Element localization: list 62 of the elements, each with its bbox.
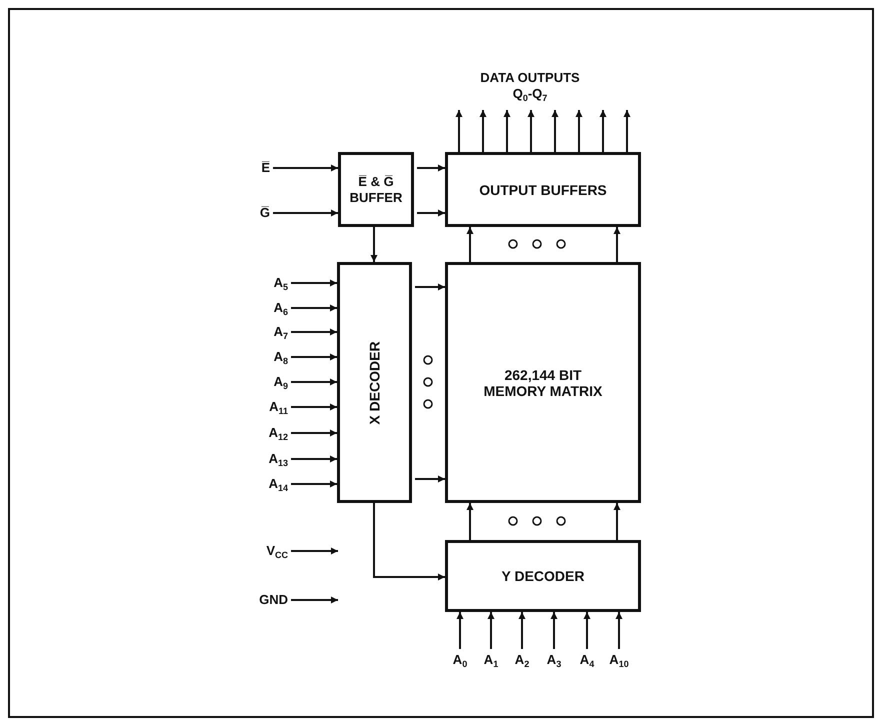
pin-label: A$_{6}$ <box>230 300 288 320</box>
signal-arrow <box>370 227 378 262</box>
signal-arrow <box>291 304 337 312</box>
signal-arrow <box>417 164 445 172</box>
signal-arrow <box>466 227 474 262</box>
signal-arrow <box>576 110 582 152</box>
signal-arrow <box>415 476 445 482</box>
signal-arrow <box>291 378 337 386</box>
signal-label: DATA OUTPUTS <box>479 70 581 86</box>
pin-label: A$_{9}$ <box>230 374 288 394</box>
pin-label: E̅ <box>230 160 270 176</box>
pin-label: V$_{CC}$ <box>230 543 288 563</box>
signal-arrow <box>456 110 462 152</box>
signal-arrow <box>417 210 445 216</box>
signal-arrow <box>600 110 606 152</box>
signal-arrow <box>614 503 620 540</box>
pin-label: A$_{12}$ <box>230 425 288 445</box>
signal-arrow <box>584 612 590 649</box>
signal-arrow <box>291 404 337 410</box>
signal-arrow <box>291 456 337 462</box>
signal-arrow <box>456 612 464 649</box>
pin-label: GND <box>230 592 288 608</box>
signal-arrow <box>624 110 630 152</box>
pin-label: A$_{7}$ <box>230 324 288 344</box>
signal-arrow <box>480 110 486 152</box>
signal-arrow <box>273 210 338 216</box>
signal-arrow <box>291 280 337 286</box>
signal-arrow <box>291 596 338 604</box>
signal-arrow <box>488 612 494 649</box>
pin-label: A$_{5}$ <box>230 275 288 295</box>
memory-matrix-block <box>445 262 641 503</box>
pin-label: A$_{13}$ <box>230 451 288 471</box>
decoder-block <box>337 262 412 503</box>
signal-arrow <box>518 612 526 649</box>
signal-arrow <box>528 110 534 152</box>
buffer-block <box>338 152 414 227</box>
block-label: E̅ & G̅ BUFFER <box>348 174 404 206</box>
signal-arrow <box>291 354 337 360</box>
signal-label: Q$_{0}$-Q$_{7}$ <box>512 86 548 105</box>
signal-arrow <box>291 430 337 436</box>
signal-arrow <box>415 284 445 290</box>
signal-arrow <box>373 503 445 580</box>
output-buffer-block <box>445 152 641 227</box>
signal-arrow <box>552 110 558 152</box>
pin-label: A$_{11}$ <box>230 399 288 419</box>
block-label: X DECODER <box>366 340 382 424</box>
pin-label: A$_{14}$ <box>230 476 288 496</box>
pin-label: A$_{8}$ <box>230 349 288 369</box>
signal-arrow <box>291 480 337 488</box>
signal-arrow <box>550 612 558 649</box>
signal-arrow <box>291 328 337 336</box>
signal-arrow <box>614 227 620 262</box>
signal-arrow <box>616 612 622 649</box>
signal-arrow <box>291 548 338 554</box>
block-label: OUTPUT BUFFERS <box>478 182 608 198</box>
signal-arrow <box>273 164 338 172</box>
signal-arrow <box>466 503 474 540</box>
pin-label: G̅ <box>230 205 270 221</box>
block-label: 262,144 BIT MEMORY MATRIX <box>483 366 603 398</box>
block-label: Y DECODER <box>500 568 586 584</box>
decoder-block <box>445 540 641 612</box>
signal-arrow <box>504 110 510 152</box>
